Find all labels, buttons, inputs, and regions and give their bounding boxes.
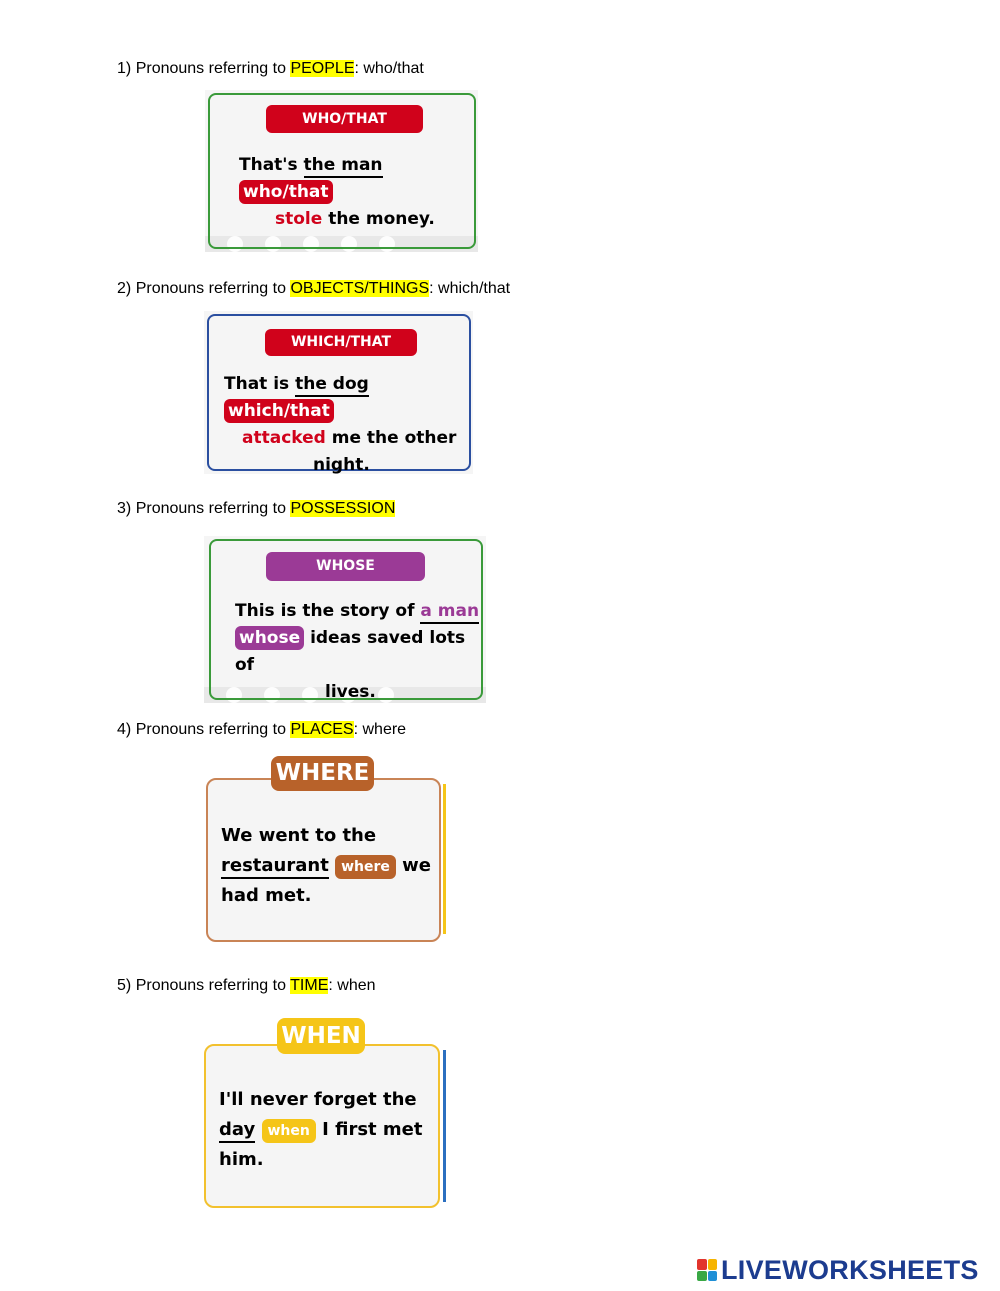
antecedent: day [219, 1119, 256, 1143]
heading-suffix: : who/that [354, 60, 424, 77]
card-which-that: WHICH/THAT That is the dog which/that at… [204, 311, 473, 474]
pronoun-chip: when [261, 1119, 316, 1143]
heading-places: 4) Pronouns referring to PLACES: where [117, 720, 406, 740]
card-edge [443, 1050, 446, 1202]
heading-highlight: PEOPLE [290, 60, 355, 77]
sentence-text: I first met [322, 1119, 423, 1140]
sentence-text: That's [239, 155, 298, 175]
heading-prefix: Pronouns referring to [135, 500, 286, 517]
heading-highlight: POSSESSION [290, 500, 396, 517]
card-sentence: I'll never forget the day when I first m… [219, 1085, 444, 1175]
card-frame [209, 539, 483, 700]
antecedent: the man [303, 155, 383, 178]
pronoun-chip: whose [235, 626, 305, 650]
sentence-text: This is the story of [235, 601, 415, 621]
card-sentence: We went to the restaurant where we had m… [221, 821, 441, 911]
card-title: WHICH/THAT [265, 329, 417, 356]
antecedent: a man [420, 601, 480, 624]
sentence-text: I'll never forget the [219, 1089, 417, 1110]
sentence-text: me the other [331, 428, 457, 448]
heading-number: 4) [117, 721, 132, 738]
card-title: WHERE [271, 756, 374, 791]
card-when: WHEN I'll never forget the day when I fi… [204, 1006, 447, 1214]
antecedent: restaurant [221, 855, 329, 879]
logo-mark-icon [697, 1259, 717, 1281]
sentence-text: him. [219, 1149, 264, 1170]
sentence-text: lives. [325, 682, 376, 702]
antecedent: the dog [295, 374, 369, 397]
sentence-text: we [402, 855, 432, 876]
sentence-text: That is [224, 374, 290, 394]
card-frame [207, 314, 471, 471]
card-edge [443, 784, 446, 934]
pronoun-chip: which/that [224, 399, 334, 423]
heading-highlight: OBJECTS/THINGS [290, 280, 430, 297]
sentence-text: ideas saved lots of [235, 628, 466, 675]
card-whose: WHOSE This is the story of a man whose i… [204, 536, 486, 703]
liveworksheets-logo[interactable]: LIVEWORKSHEETS [697, 1254, 979, 1286]
heading-prefix: Pronouns referring to [135, 977, 286, 994]
card-title: WHO/THAT [266, 105, 423, 133]
pronoun-chip: who/that [239, 180, 333, 204]
heading-prefix: Pronouns referring to [135, 60, 286, 77]
logo-text: LIVEWORKSHEETS [721, 1254, 979, 1285]
heading-number: 3) [117, 500, 132, 517]
card-title: WHEN [277, 1018, 365, 1054]
heading-prefix: Pronouns referring to [135, 280, 286, 297]
heading-number: 5) [117, 977, 132, 994]
heading-highlight: TIME [290, 977, 329, 994]
sentence-text: night. [313, 455, 370, 474]
card-sentence: That's the man who/that stole the money. [239, 152, 469, 233]
card-who-that: WHO/THAT That's the man who/that stole t… [205, 90, 478, 252]
sentence-text: We went to the [221, 825, 377, 846]
verb-text: attacked [242, 428, 326, 448]
heading-people: 1) Pronouns referring to PEOPLE: who/tha… [117, 59, 424, 79]
card-where: WHERE We went to the restaurant where we… [204, 744, 447, 948]
card-title: WHOSE [266, 552, 425, 581]
verb-text: stole [275, 209, 323, 229]
heading-highlight: PLACES [290, 721, 354, 738]
sentence-text: the money. [328, 209, 435, 229]
heading-number: 2) [117, 280, 132, 297]
heading-suffix: : which/that [429, 280, 511, 297]
card-sentence: This is the story of a man whose ideas s… [235, 598, 480, 703]
sentence-text: had met. [221, 885, 312, 906]
heading-objects: 2) Pronouns referring to OBJECTS/THINGS:… [117, 279, 510, 299]
heading-suffix: : where [353, 721, 407, 738]
heading-suffix: : when [328, 977, 376, 994]
heading-time: 5) Pronouns referring to TIME: when [117, 976, 376, 996]
pronoun-chip: where [335, 855, 396, 879]
heading-number: 1) [117, 60, 132, 77]
card-frame [208, 93, 476, 249]
heading-prefix: Pronouns referring to [135, 721, 286, 738]
card-frame [204, 1044, 440, 1208]
card-sentence: That is the dog which/that attacked me t… [224, 371, 469, 474]
heading-possession: 3) Pronouns referring to POSSESSION [117, 499, 396, 519]
